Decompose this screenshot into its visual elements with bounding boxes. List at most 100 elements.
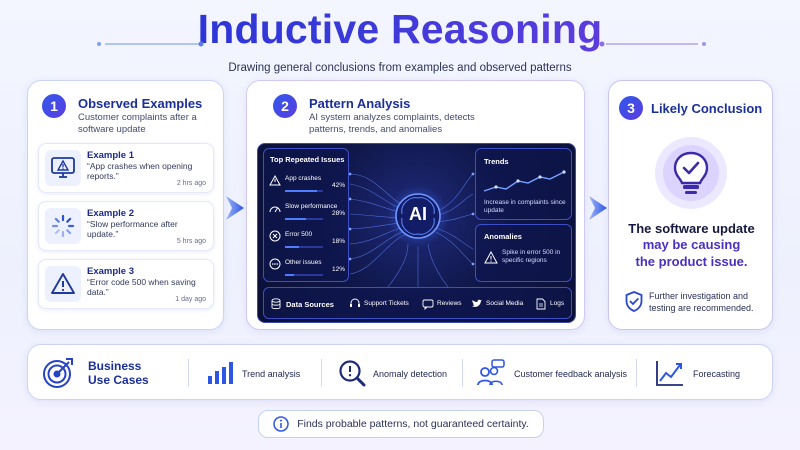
divider xyxy=(636,359,637,387)
source-logs: Logs xyxy=(550,300,565,307)
divider xyxy=(462,359,463,387)
use-case-trend-analysis: Trend analysis xyxy=(242,369,301,379)
social-bird-icon xyxy=(472,299,482,307)
bar-chart-icon xyxy=(208,362,233,384)
data-sources-label: Data Sources xyxy=(286,300,334,309)
issue-bar-fill xyxy=(285,274,295,276)
warning-icon xyxy=(484,251,498,264)
use-cases-title-line-1: Business xyxy=(88,359,142,373)
ai-dashboard: Top Repeated Issues App crashes 42% Slow… xyxy=(257,143,576,323)
business-use-cases-bar: Business Use Cases Trend analysis Anomal… xyxy=(27,344,773,400)
issue-bar-track xyxy=(285,274,323,276)
source-social-media: Social Media xyxy=(486,300,524,307)
example-quote: “Slow performance after update.” xyxy=(87,219,178,240)
speedometer-icon xyxy=(269,206,281,213)
warning-triangle-icon xyxy=(45,266,81,302)
loading-spinner-icon xyxy=(45,208,81,244)
trend-line-icon xyxy=(483,170,566,192)
panel-description: AI system analyzes complaints, detects p… xyxy=(309,112,475,135)
ai-brain-icon xyxy=(387,185,449,247)
decorative-dots-right xyxy=(599,41,706,47)
trends-title: Trends xyxy=(484,157,509,166)
issue-bar-track xyxy=(285,218,323,220)
more-dots-icon xyxy=(269,258,281,270)
issue-label: Slow performance xyxy=(285,203,338,210)
magnifier-alert-icon xyxy=(339,360,366,387)
issue-bar-track xyxy=(285,190,323,192)
panel-title: Observed Examples xyxy=(78,96,203,111)
example-timestamp: 5 hrs ago xyxy=(176,238,206,245)
source-reviews: Reviews xyxy=(437,300,462,307)
review-chat-icon xyxy=(422,299,434,310)
anomalies-text: Spike in error 500 in specific regions xyxy=(502,249,561,264)
decorative-dots-left xyxy=(97,41,204,47)
divider xyxy=(188,359,189,387)
warning-monitor-icon xyxy=(45,150,81,186)
top-issues-panel: Top Repeated Issues App crashes 42% Slow… xyxy=(263,148,349,282)
panel-description: Customer complaints after a software upd… xyxy=(78,112,197,135)
issue-bar-track xyxy=(285,246,323,248)
conclusion-line-2: may be causing xyxy=(642,237,741,253)
example-card: Example 3 “Error code 500 when saving da… xyxy=(38,259,214,309)
shield-check-icon xyxy=(625,291,643,312)
issue-label: Error 500 xyxy=(285,231,313,238)
conclusion-note: Further investigation and testing are re… xyxy=(649,291,754,313)
customer-feedback-icon xyxy=(477,359,505,386)
pattern-analysis-panel: 2 Pattern Analysis AI system analyzes co… xyxy=(246,80,585,330)
use-cases-title-line-2: Use Cases xyxy=(88,373,149,388)
trends-panel: Trends Increase in complaints since upda… xyxy=(475,148,572,220)
page-title: Inductive Reasoning xyxy=(0,6,800,53)
lightbulb-check-icon xyxy=(655,137,727,209)
example-title: Example 1 xyxy=(87,150,134,161)
example-title: Example 3 xyxy=(87,266,134,277)
headset-icon xyxy=(350,298,360,307)
use-case-anomaly-detection: Anomaly detection xyxy=(373,369,448,379)
data-sources-bar: Data Sources Support Tickets Reviews Soc… xyxy=(263,287,572,319)
issue-bar-fill xyxy=(285,246,299,248)
trends-text: Increase in complaints since update xyxy=(484,199,566,214)
footer-text: Finds probable patterns, not guaranteed … xyxy=(297,418,529,430)
issue-row: Other issues 12% xyxy=(269,255,345,279)
example-quote: “Error code 500 when saving data.” xyxy=(87,277,196,298)
issue-value: 18% xyxy=(331,238,345,245)
footer-note: Finds probable patterns, not guaranteed … xyxy=(258,410,544,438)
ai-label: AI xyxy=(409,204,427,224)
issue-row: Error 500 18% xyxy=(269,227,345,251)
arrow-right-icon xyxy=(226,196,244,220)
info-icon xyxy=(273,416,289,432)
log-file-icon xyxy=(536,298,546,310)
issue-bar-fill xyxy=(285,190,317,192)
issue-label: App crashes xyxy=(285,175,322,182)
use-case-customer-feedback: Customer feedback analysis xyxy=(514,369,628,379)
example-card: Example 1 “App crashes when opening repo… xyxy=(38,143,214,193)
issue-value: 12% xyxy=(331,266,345,273)
example-timestamp: 1 day ago xyxy=(175,296,206,303)
conclusion-statement: The software update may be causing the p… xyxy=(609,221,774,270)
anomalies-panel: Anomalies Spike in error 500 in specific… xyxy=(475,224,572,282)
arrow-right-icon xyxy=(589,196,607,220)
divider xyxy=(321,359,322,387)
panel-title: Likely Conclusion xyxy=(651,101,763,116)
source-support-tickets: Support Tickets xyxy=(364,300,409,307)
example-title: Example 2 xyxy=(87,208,134,219)
step-number-badge: 3 xyxy=(619,96,643,120)
observed-examples-panel: 1 Observed Examples Customer complaints … xyxy=(27,80,224,330)
top-issues-title: Top Repeated Issues xyxy=(270,155,345,164)
panel-title: Pattern Analysis xyxy=(309,96,411,111)
use-case-forecasting: Forecasting xyxy=(693,369,741,379)
forecast-line-icon xyxy=(656,361,683,386)
likely-conclusion-panel: 3 Likely Conclusion The software update … xyxy=(608,80,773,330)
step-number-badge: 1 xyxy=(42,94,66,118)
example-quote: “App crashes when opening reports.” xyxy=(87,161,193,182)
issue-row: App crashes 42% xyxy=(269,171,345,195)
issue-value: 28% xyxy=(331,210,345,217)
warning-icon xyxy=(269,175,281,186)
example-timestamp: 2 hrs ago xyxy=(176,180,206,187)
error-circle-icon xyxy=(269,230,281,242)
database-icon xyxy=(271,298,281,310)
target-icon xyxy=(43,358,73,388)
anomalies-title: Anomalies xyxy=(484,232,522,241)
issue-label: Other issues xyxy=(285,259,322,266)
issue-bar-fill xyxy=(285,218,307,220)
example-card: Example 2 “Slow performance after update… xyxy=(38,201,214,251)
